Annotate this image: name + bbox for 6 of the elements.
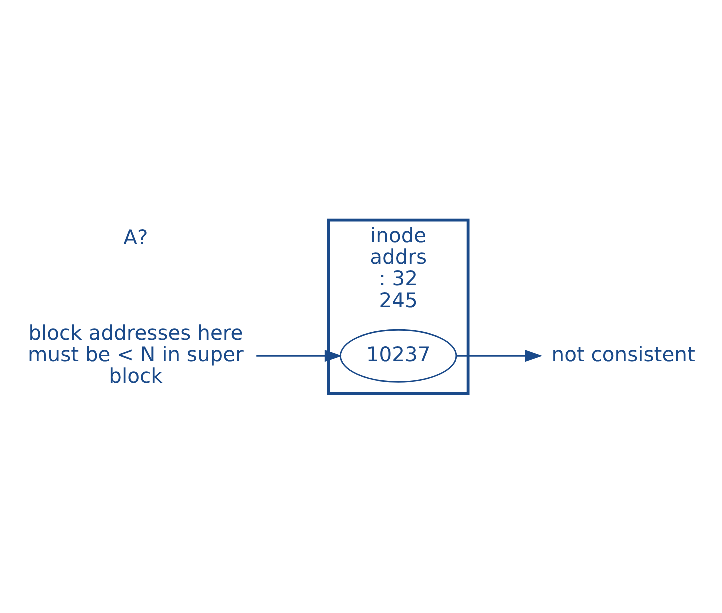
label: A? — [124, 224, 148, 249]
node-text: not consistent — [552, 342, 696, 366]
node-text: block addresses here must be < N in super block — [28, 320, 244, 388]
arrow — [256, 350, 342, 362]
arrow — [457, 350, 543, 362]
node-ellipse: 10237 — [340, 328, 458, 382]
